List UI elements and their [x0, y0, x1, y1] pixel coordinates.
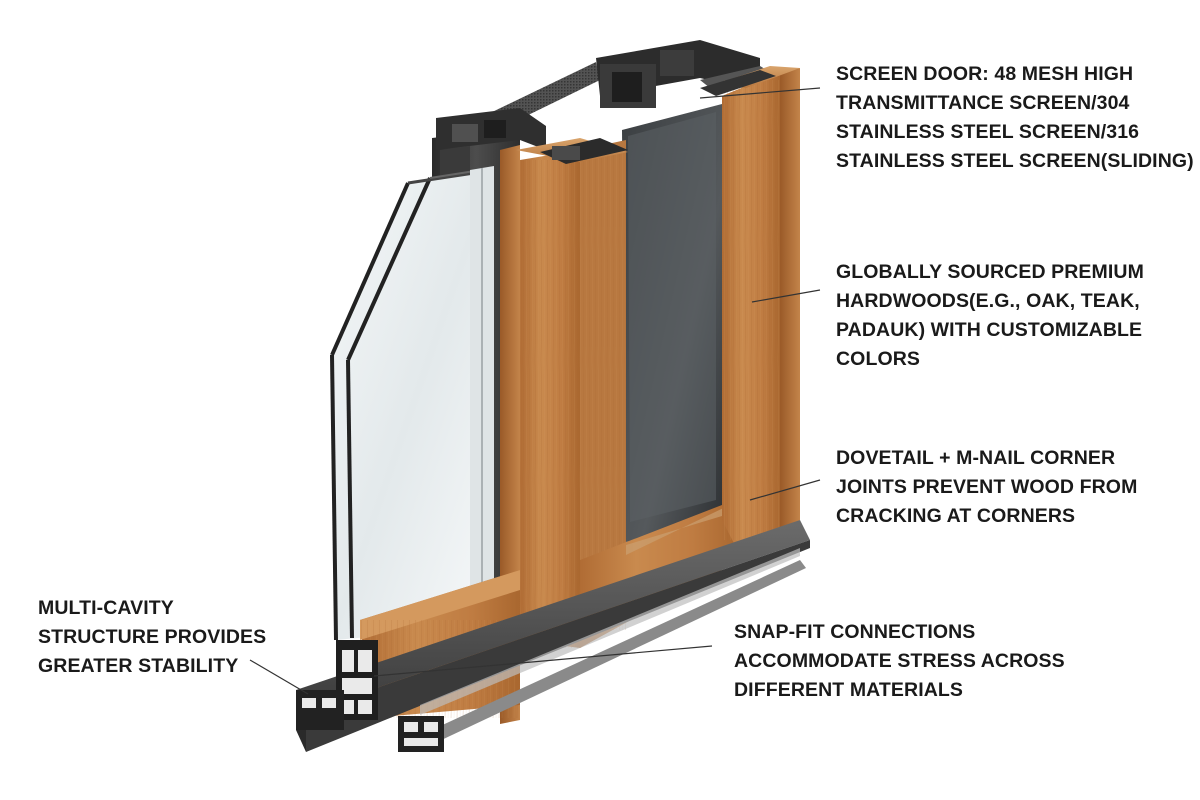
callout-line: DIFFERENT MATERIALS [734, 679, 964, 701]
right-sash-hardwood [516, 66, 800, 648]
callout-line: PADAUK) WITH CUSTOMIZABLE [836, 319, 1143, 341]
bottom-track [296, 520, 810, 752]
callout-line: HARDWOODS(E.G., OAK, TEAK, [836, 290, 1140, 312]
callout-line: SNAP-FIT CONNECTIONS [734, 621, 976, 643]
callout-line: SCREEN DOOR: 48 MESH HIGH [836, 63, 1134, 85]
callout-line: GLOBALLY SOURCED PREMIUM [836, 261, 1144, 283]
callout-screen-door: SCREEN DOOR: 48 MESH HIGH TRANSMITTANCE … [836, 60, 1194, 176]
callout-corner-joints: DOVETAIL + M-NAIL CORNER JOINTS PREVENT … [836, 444, 1137, 531]
callout-line: STAINLESS STEEL SCREEN(SLIDING) [836, 150, 1194, 172]
callout-line: DOVETAIL + M-NAIL CORNER [836, 447, 1116, 469]
callout-line: CRACKING AT CORNERS [836, 505, 1076, 527]
callout-hardwoods: GLOBALLY SOURCED PREMIUM HARDWOODS(E.G.,… [836, 258, 1144, 374]
callout-line: STRUCTURE PROVIDES [38, 626, 267, 648]
callout-line: ACCOMMODATE STRESS ACROSS [734, 650, 1065, 672]
leader-hardwoods [751, 289, 821, 303]
callout-line: JOINTS PREVENT WOOD FROM [836, 476, 1138, 498]
callout-line: STAINLESS STEEL SCREEN/316 [836, 121, 1140, 143]
callout-line: TRANSMITTANCE SCREEN/304 [836, 92, 1130, 114]
callout-multi-cavity: MULTI-CAVITY STRUCTURE PROVIDES GREATER … [38, 594, 266, 681]
callout-line: GREATER STABILITY [38, 655, 239, 677]
leader-corner-joints [749, 479, 821, 501]
double-glazing [330, 166, 495, 641]
leader-multi-cavity [249, 659, 309, 695]
leader-screen-door [699, 87, 821, 99]
callout-snap-fit: SNAP-FIT CONNECTIONS ACCOMMODATE STRESS … [734, 618, 1065, 705]
callout-line: COLORS [836, 348, 921, 370]
callout-line: MULTI-CAVITY [38, 597, 174, 619]
leader-snap-fit [373, 645, 713, 677]
leader-lines [249, 87, 821, 695]
